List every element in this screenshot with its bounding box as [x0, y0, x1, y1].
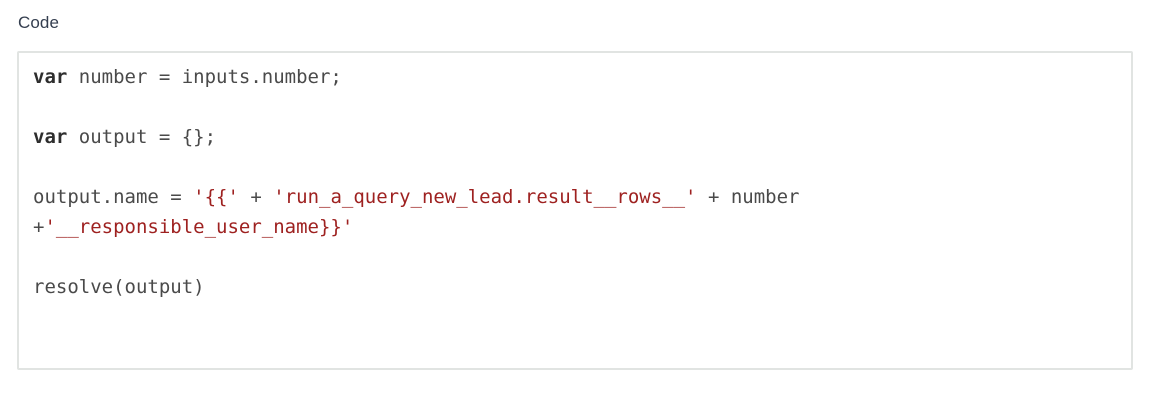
- code-token-keyword: var: [33, 126, 68, 148]
- code-line: [33, 242, 1117, 272]
- code-field-label: Code: [18, 13, 60, 32]
- code-line: var output = {};: [33, 122, 1117, 152]
- code-token-plain: number = inputs.number;: [67, 66, 342, 88]
- code-token-plain: +: [238, 186, 274, 208]
- code-token-string: '__responsible_user_name}}': [44, 216, 354, 238]
- code-lines: var number = inputs.number; var output =…: [19, 53, 1131, 311]
- code-token-string: '{{': [193, 186, 239, 208]
- code-token-keyword: var: [33, 66, 68, 88]
- code-line: [33, 152, 1117, 182]
- code-token-string: 'run_a_query_new_lead.result__rows__': [273, 186, 697, 208]
- code-line: resolve(output): [33, 272, 1117, 302]
- code-line: [33, 92, 1117, 122]
- code-line: var number = inputs.number;: [33, 62, 1117, 92]
- code-line: output.name = '{{' + 'run_a_query_new_le…: [33, 182, 1117, 212]
- code-token-plain: + number: [696, 186, 800, 208]
- code-editor[interactable]: var number = inputs.number; var output =…: [17, 51, 1133, 370]
- code-token-plain: output.name =: [33, 186, 194, 208]
- code-token-plain: +: [33, 216, 45, 238]
- code-line: +'__responsible_user_name}}': [33, 212, 1117, 242]
- code-token-plain: resolve(output): [33, 276, 205, 298]
- code-token-plain: output = {};: [67, 126, 217, 148]
